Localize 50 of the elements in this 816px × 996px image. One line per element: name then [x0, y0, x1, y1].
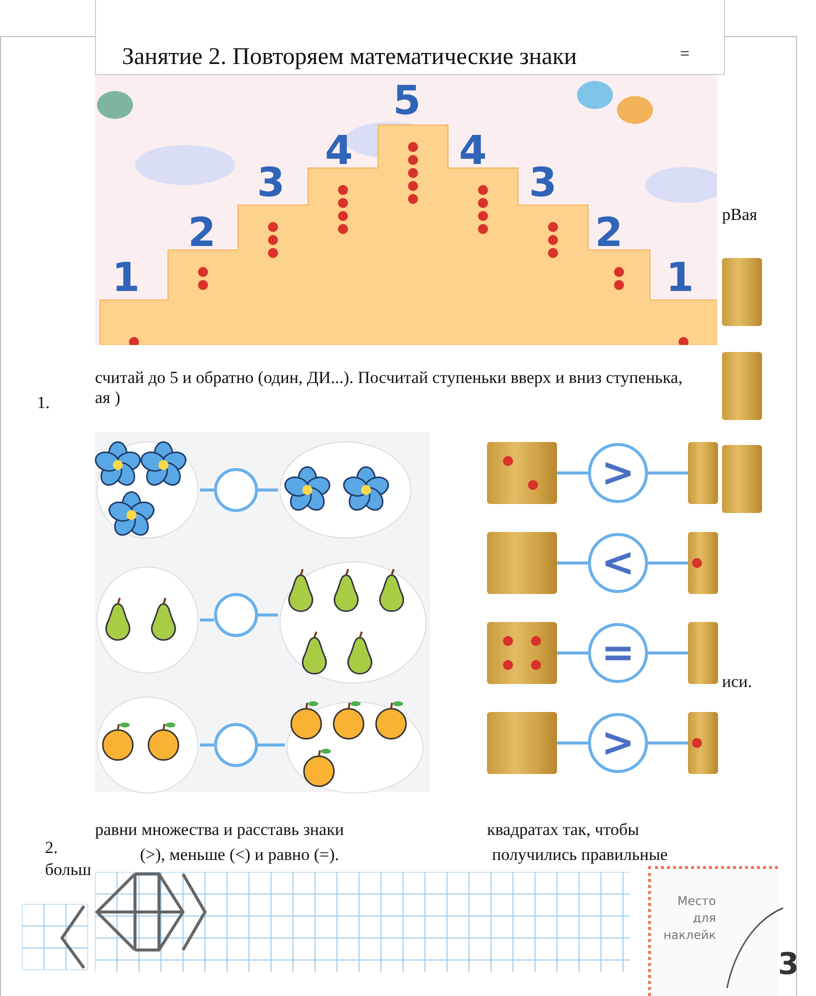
- connector-line: [557, 562, 588, 564]
- domino-block: [688, 532, 718, 594]
- step-number: 2: [188, 210, 216, 256]
- text-line: рВая: [722, 205, 758, 225]
- text-line: равни множества и расставь знаки: [95, 820, 344, 840]
- step-number: 1: [112, 255, 140, 301]
- text-line: 1.: [37, 393, 50, 413]
- domino-block: [487, 622, 557, 684]
- domino-block: [487, 532, 557, 594]
- text-line: (>), меньше (<) и равно (=).: [140, 845, 340, 865]
- connector-line: [258, 744, 285, 746]
- connector-line: [200, 618, 214, 622]
- connector-line: [200, 488, 214, 492]
- title: Занятие 2. Повторяем математические знаки: [122, 43, 577, 72]
- domino-block: [688, 442, 718, 504]
- connector-line: [648, 742, 688, 744]
- text-line: иси.: [722, 672, 752, 692]
- page-number: 3: [778, 948, 799, 982]
- text-line: 2.: [45, 838, 58, 858]
- domino-block: [487, 442, 557, 504]
- sign-circle: >: [588, 713, 648, 773]
- domino-block: [688, 622, 718, 684]
- text-line: больш: [45, 860, 92, 880]
- text-line: ая ): [95, 388, 120, 408]
- step-number: 4: [325, 128, 353, 174]
- step-number: 5: [393, 78, 421, 124]
- sign-circle: >: [588, 443, 648, 503]
- connector-line: [258, 614, 278, 616]
- connector-line: [200, 744, 214, 746]
- text-line: квадратах так, чтобы: [487, 820, 640, 840]
- connector-line: [648, 562, 688, 564]
- sign-circle: =: [588, 623, 648, 683]
- step-number: 3: [529, 160, 557, 206]
- connector-line: [557, 652, 588, 654]
- domino-block: [487, 712, 557, 774]
- connector-line: [648, 652, 688, 654]
- text-line: считай до 5 и обратно (один, ДИ...). Посчитай ступеньки вверх и вниз ступенька,: [95, 368, 682, 388]
- text-line: получились правильные: [492, 845, 668, 865]
- connector-line: [258, 488, 278, 492]
- sticker-caption: Место для наклейк: [662, 893, 716, 944]
- step-number: 2: [595, 210, 623, 256]
- step-number: 1: [666, 255, 694, 301]
- text-line: =: [680, 44, 690, 64]
- connector-line: [557, 472, 588, 474]
- step-number: 4: [459, 128, 487, 174]
- domino-block: [688, 712, 718, 774]
- sign-circle: <: [588, 533, 648, 593]
- connector-line: [557, 742, 588, 744]
- step-number: 3: [257, 160, 285, 206]
- connector-line: [648, 472, 688, 474]
